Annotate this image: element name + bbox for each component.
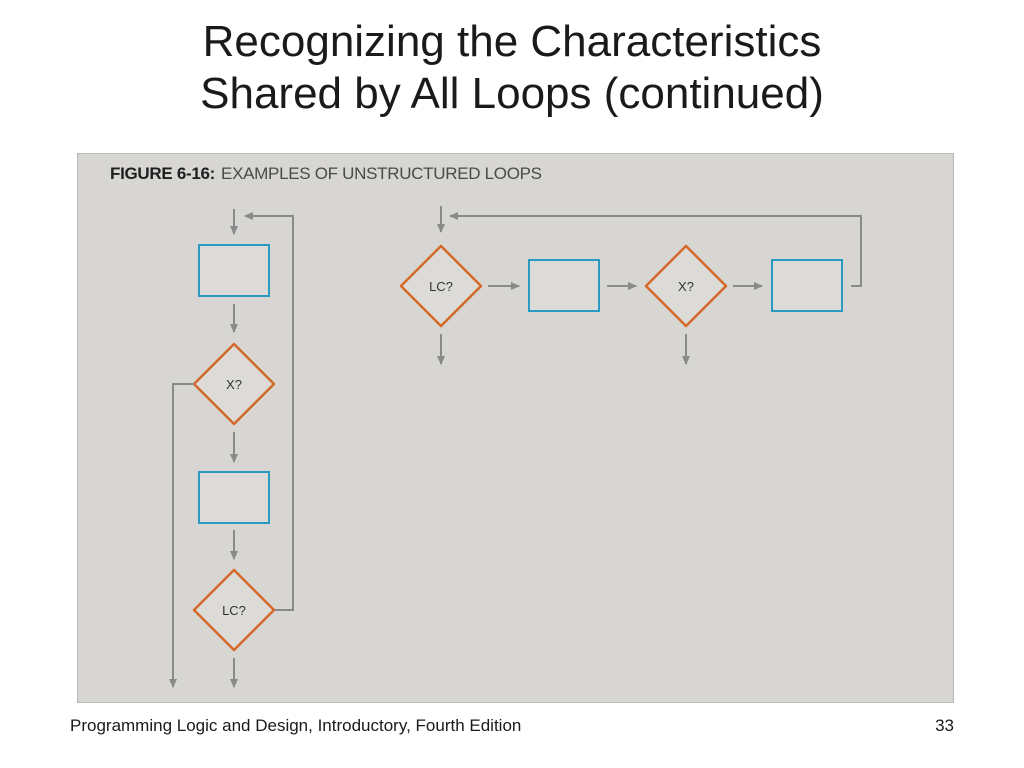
- figure-caption-text: EXAMPLES OF UNSTRUCTURED LOOPS: [221, 164, 542, 183]
- left-decision-lc: [192, 568, 276, 652]
- footer-book-title: Programming Logic and Design, Introducto…: [70, 716, 522, 735]
- right-decision-x: [644, 244, 728, 328]
- slide-title-line-1: Recognizing the Characteristics: [202, 17, 822, 66]
- right-process-box-1: [528, 259, 600, 312]
- slide-title-line-2: Shared by All Loops (continued): [200, 69, 824, 118]
- slide-title: Recognizing the Characteristics Shared b…: [0, 16, 1024, 120]
- left-decision-x: [192, 342, 276, 426]
- flowchart-diagram: X? LC? LC?: [169, 206, 862, 688]
- right-process-box-2: [771, 259, 843, 312]
- figure-label: FIGURE 6-16:: [110, 164, 216, 183]
- right-decision-lc: [399, 244, 483, 328]
- right-flowchart: LC? X?: [399, 206, 862, 365]
- left-decision-x-label: X?: [226, 377, 242, 392]
- left-decision-lc-label: LC?: [222, 603, 246, 618]
- left-process-box-2: [198, 471, 270, 524]
- left-loop-back-line: [244, 212, 294, 611]
- right-loop-back-line: [449, 212, 862, 287]
- left-x-exit-line: [169, 383, 194, 688]
- left-flowchart: X? LC?: [169, 209, 294, 688]
- figure-caption: FIGURE 6-16: EXAMPLES OF UNSTRUCTURED LOO…: [110, 164, 542, 184]
- right-decision-lc-label: LC?: [429, 279, 453, 294]
- left-process-box-1: [198, 244, 270, 297]
- footer-page-number: 33: [935, 716, 954, 735]
- right-decision-x-label: X?: [678, 279, 694, 294]
- figure-panel: FIGURE 6-16: EXAMPLES OF UNSTRUCTURED LOO…: [77, 153, 954, 703]
